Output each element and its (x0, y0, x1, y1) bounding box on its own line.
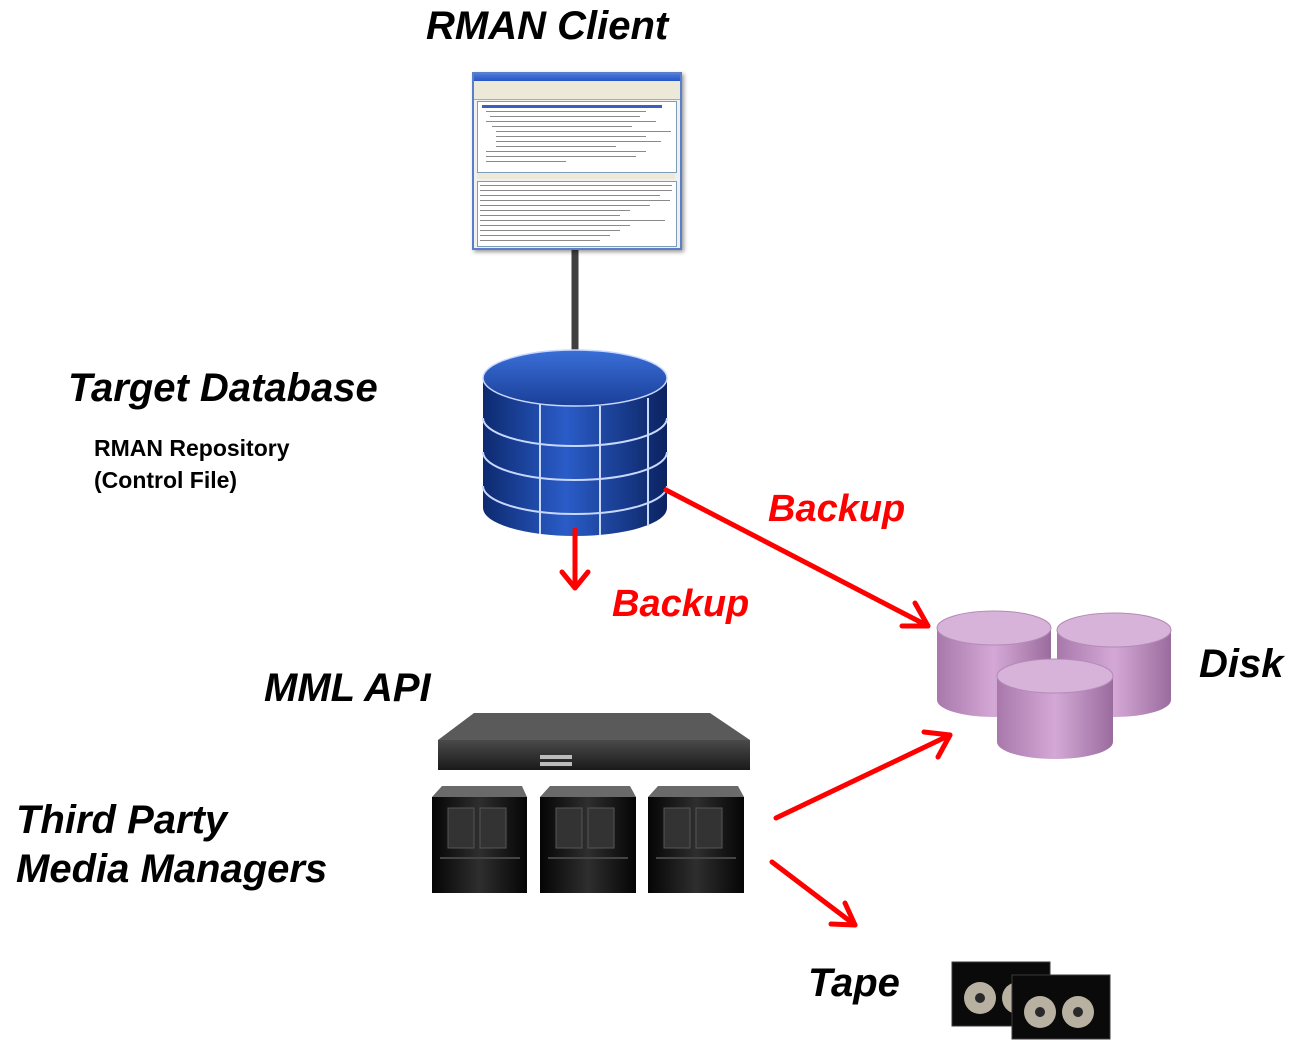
backup-arrow-db-down (559, 527, 591, 591)
client-window-menubar (474, 81, 680, 87)
rman-repository-label: RMAN Repository (94, 435, 290, 461)
server-icon-1 (432, 786, 527, 893)
client-window-grid-pane (477, 181, 677, 247)
database-icon (482, 349, 668, 536)
server-icon-3 (648, 786, 744, 893)
server-icon-2 (540, 786, 636, 893)
client-window-tree-pane (477, 101, 677, 173)
client-window-titlebar (474, 74, 680, 81)
disk-icon-front (996, 658, 1114, 759)
target-database-label: Target Database (68, 366, 378, 410)
third-party-label-line1: Third Party (16, 798, 228, 842)
backup-label-down: Backup (612, 583, 750, 625)
tape-label: Tape (808, 961, 900, 1005)
backup-label-right: Backup (768, 488, 906, 530)
client-window-toolbar (474, 87, 680, 100)
rman-client-label: RMAN Client (426, 4, 669, 48)
client-window-tabs (477, 173, 675, 179)
disk-label: Disk (1199, 642, 1284, 686)
tape-icon-front (1011, 974, 1111, 1040)
arrow-servers-tape (769, 859, 858, 928)
mml-api-device-icon (438, 713, 750, 770)
third-party-label-line2: Media Managers (16, 847, 328, 891)
control-file-label: (Control File) (94, 467, 238, 493)
rman-client-window-icon (472, 72, 682, 250)
arrow-servers-disk (773, 729, 953, 821)
mml-api-label: MML API (264, 666, 431, 710)
backup-arrow-db-disk (663, 487, 931, 629)
